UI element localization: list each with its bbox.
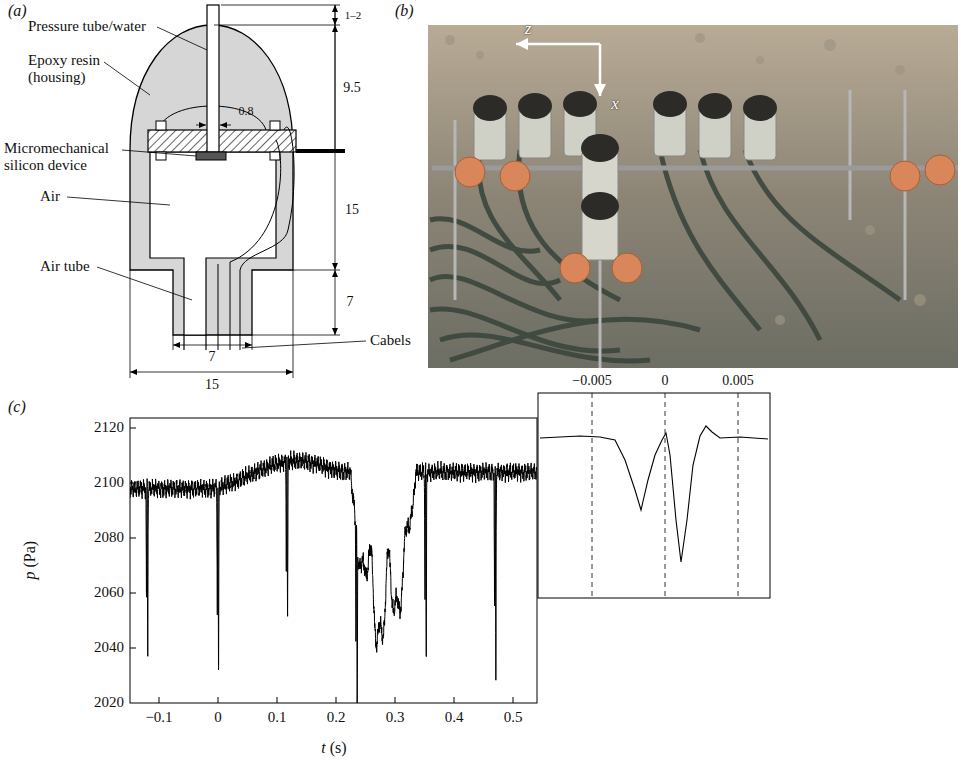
axis-label: z bbox=[525, 19, 532, 39]
dimension-label: 0.8 bbox=[239, 105, 254, 119]
tick-label: 2020 bbox=[94, 694, 124, 711]
dimension-label: 15 bbox=[345, 202, 359, 218]
tick-label: 0.3 bbox=[386, 709, 405, 726]
tick-label: 2040 bbox=[94, 639, 124, 656]
tick-label: 0.1 bbox=[268, 709, 287, 726]
dimension-label: 7 bbox=[347, 294, 354, 310]
tick-label: −0.1 bbox=[145, 709, 172, 726]
tick-label: −0.005 bbox=[572, 373, 611, 389]
tick-label: 0 bbox=[662, 373, 669, 389]
tick-label: 2100 bbox=[94, 474, 124, 491]
pressure-plot bbox=[130, 393, 771, 708]
tick-label: 0.005 bbox=[722, 373, 754, 389]
part-label: Air bbox=[40, 188, 60, 205]
axis-label: x bbox=[611, 94, 619, 114]
dimension-label: 7 bbox=[209, 349, 216, 365]
pressure-trace bbox=[130, 451, 537, 703]
tick-label: 2060 bbox=[94, 584, 124, 601]
tick-label: 0.4 bbox=[445, 709, 464, 726]
dimension-label: 9.5 bbox=[343, 80, 361, 96]
sensor-section bbox=[67, 5, 366, 378]
tick-label: 0.2 bbox=[327, 709, 346, 726]
axis-title: p (Pa) bbox=[21, 541, 39, 580]
part-label: Micromechanical silicon device bbox=[4, 140, 126, 175]
tick-label: 2080 bbox=[94, 529, 124, 546]
axis-title: t (s) bbox=[321, 739, 346, 757]
tick-label: 0 bbox=[214, 709, 222, 726]
dimension-label: 1–2 bbox=[345, 9, 362, 22]
dimension-label: 15 bbox=[205, 377, 219, 393]
part-label: Epoxy resin (housing) bbox=[28, 52, 128, 87]
panel-label: (c) bbox=[8, 398, 26, 416]
part-label: Cabels bbox=[370, 332, 411, 349]
part-label: Air tube bbox=[40, 258, 90, 275]
tick-label: 2120 bbox=[94, 419, 124, 436]
tick-label: 0.5 bbox=[504, 709, 523, 726]
sensor-array-photo bbox=[428, 25, 958, 368]
panel-label: (a) bbox=[8, 2, 27, 20]
panel-label: (b) bbox=[395, 2, 414, 20]
part-label: Pressure tube/water bbox=[28, 18, 146, 35]
